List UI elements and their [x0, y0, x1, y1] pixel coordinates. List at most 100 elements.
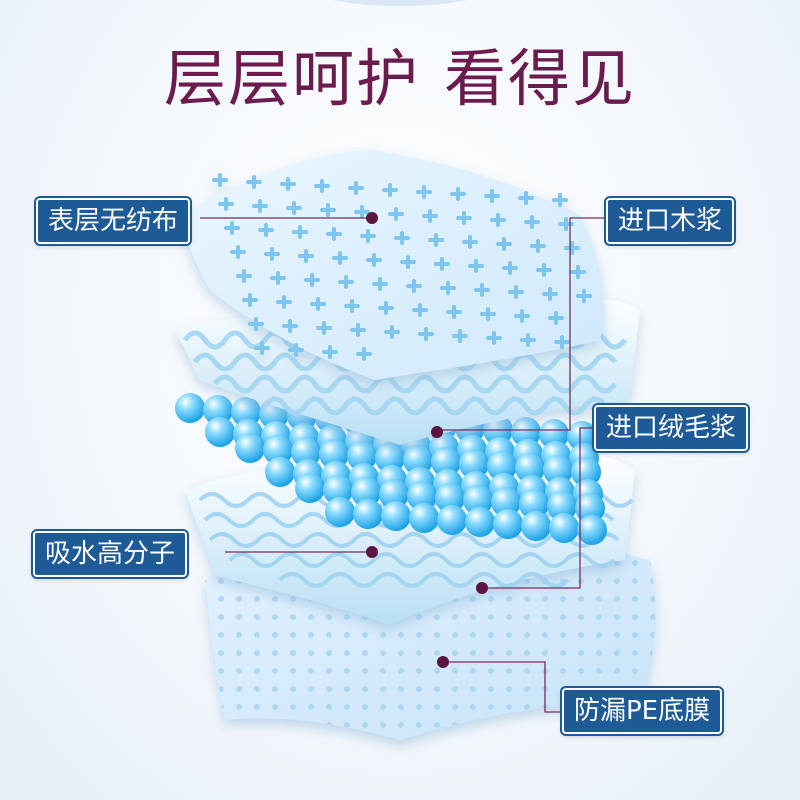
fluff-ball: [235, 433, 265, 463]
sheet-cross-mark: [304, 273, 320, 287]
sheet-cross-mark: [254, 341, 270, 355]
sheet-cross-mark: [400, 255, 416, 269]
sheet-cross-mark: [484, 189, 500, 203]
sheet-cross-mark: [486, 331, 502, 345]
sheet-cross-mark: [288, 343, 304, 357]
callout-lines: [200, 217, 605, 713]
fluff-ball: [571, 457, 601, 487]
sheet-cross-mark: [356, 347, 372, 361]
sheet-cross-mark: [468, 259, 484, 273]
sheet-cross-mark: [344, 299, 360, 313]
sheet-cross-mark: [320, 203, 336, 217]
sheet-cross-mark: [406, 279, 422, 293]
fluff-ball: [375, 443, 405, 473]
fluff-ball: [459, 449, 489, 479]
fluff-ball: [203, 395, 233, 425]
sheet-cross-mark: [452, 329, 468, 343]
sheet-cross-mark: [286, 201, 302, 215]
page-title: 层层呵护看得见: [0, 28, 800, 118]
fluff-ball: [379, 479, 409, 509]
sheet-cross-mark: [332, 251, 348, 265]
sheet-cross-mark: [366, 253, 382, 267]
fluff-ball: [577, 515, 607, 545]
fluff-ball: [175, 393, 205, 423]
sheet-cross-mark: [252, 199, 268, 213]
sheet-cross-mark: [554, 335, 570, 349]
sheet-cross-mark: [416, 185, 432, 199]
label-wood-pulp: 进口木浆: [606, 198, 735, 244]
label-pe-film: 防漏PE底膜: [562, 688, 723, 734]
sheet-cross-mark: [384, 325, 400, 339]
fluff-ball: [403, 445, 433, 475]
fluff-ball: [491, 487, 521, 517]
sheet-cross-mark: [326, 227, 342, 241]
sheet-cross-mark: [246, 175, 262, 189]
sheet-cross-mark: [258, 223, 274, 237]
fluff-ball: [549, 513, 579, 543]
sheet-cross-mark: [576, 289, 592, 303]
fluff-ball: [409, 503, 439, 533]
label-fluff-pulp: 进口绒毛浆: [594, 405, 749, 451]
fluff-ball: [295, 473, 325, 503]
sheet-cross-mark: [248, 317, 264, 331]
fluff-ball: [381, 501, 411, 531]
sheet-cross-mark: [496, 237, 512, 251]
title-part-2: 看得见: [444, 42, 637, 115]
fluff-ball: [347, 441, 377, 471]
sheet-cross-mark: [564, 241, 580, 255]
fluff-ball: [205, 417, 235, 447]
sheet-cross-mark: [242, 293, 258, 307]
sheet-cross-mark: [316, 321, 332, 335]
sheet-cross-mark: [490, 213, 506, 227]
sheet-cross-mark: [338, 275, 354, 289]
sheet-cross-mark: [422, 209, 438, 223]
fluff-ball: [511, 417, 541, 447]
sheet-cross-mark: [310, 297, 326, 311]
sheet-cross-mark: [474, 283, 490, 297]
fluff-ball: [291, 437, 321, 467]
sheet-cross-mark: [224, 221, 240, 235]
fluff-ball: [465, 507, 495, 537]
sheet-cross-mark: [350, 323, 366, 337]
sheet-cross-mark: [218, 197, 234, 211]
sheet-cross-mark: [570, 265, 586, 279]
fluff-ball: [543, 455, 573, 485]
fluff-ball: [435, 483, 465, 513]
sheet-cross-mark: [360, 229, 376, 243]
fluff-ball: [493, 509, 523, 539]
sheet-cross-mark: [236, 269, 252, 283]
fluff-ball: [263, 435, 293, 465]
fluff-ball: [487, 451, 517, 481]
sheet-cross-mark: [292, 225, 308, 239]
sheet-cross-mark: [348, 181, 364, 195]
top-sheet-layer: [180, 150, 604, 380]
sheet-cross-mark: [440, 281, 456, 295]
fluff-ball: [539, 419, 569, 449]
sheet-cross-mark: [548, 311, 564, 325]
sheet-cross-mark: [298, 249, 314, 263]
fluff-ball: [265, 457, 295, 487]
sheet-cross-mark: [282, 319, 298, 333]
fluff-ball: [519, 489, 549, 519]
fluff-ball: [319, 439, 349, 469]
fluff-ball: [325, 497, 355, 527]
fluff-ball: [353, 499, 383, 529]
sheet-cross-mark: [552, 193, 568, 207]
fluff-ball: [575, 493, 605, 523]
sheet-cross-mark: [508, 285, 524, 299]
sheet-cross-mark: [388, 207, 404, 221]
sheet-cross-mark: [378, 301, 394, 315]
sheet-cross-mark: [536, 263, 552, 277]
fluff-ball: [547, 491, 577, 521]
sheet-cross-mark: [394, 231, 410, 245]
sheet-cross-mark: [382, 183, 398, 197]
sheet-cross-mark: [456, 211, 472, 225]
fluff-ball: [437, 505, 467, 535]
fluff-ball: [323, 475, 353, 505]
sheet-cross-mark: [418, 327, 434, 341]
fluff-ball: [521, 511, 551, 541]
label-sap: 吸水高分子: [33, 531, 188, 577]
callout-dots: [366, 212, 488, 668]
sheet-cross-mark: [314, 179, 330, 193]
